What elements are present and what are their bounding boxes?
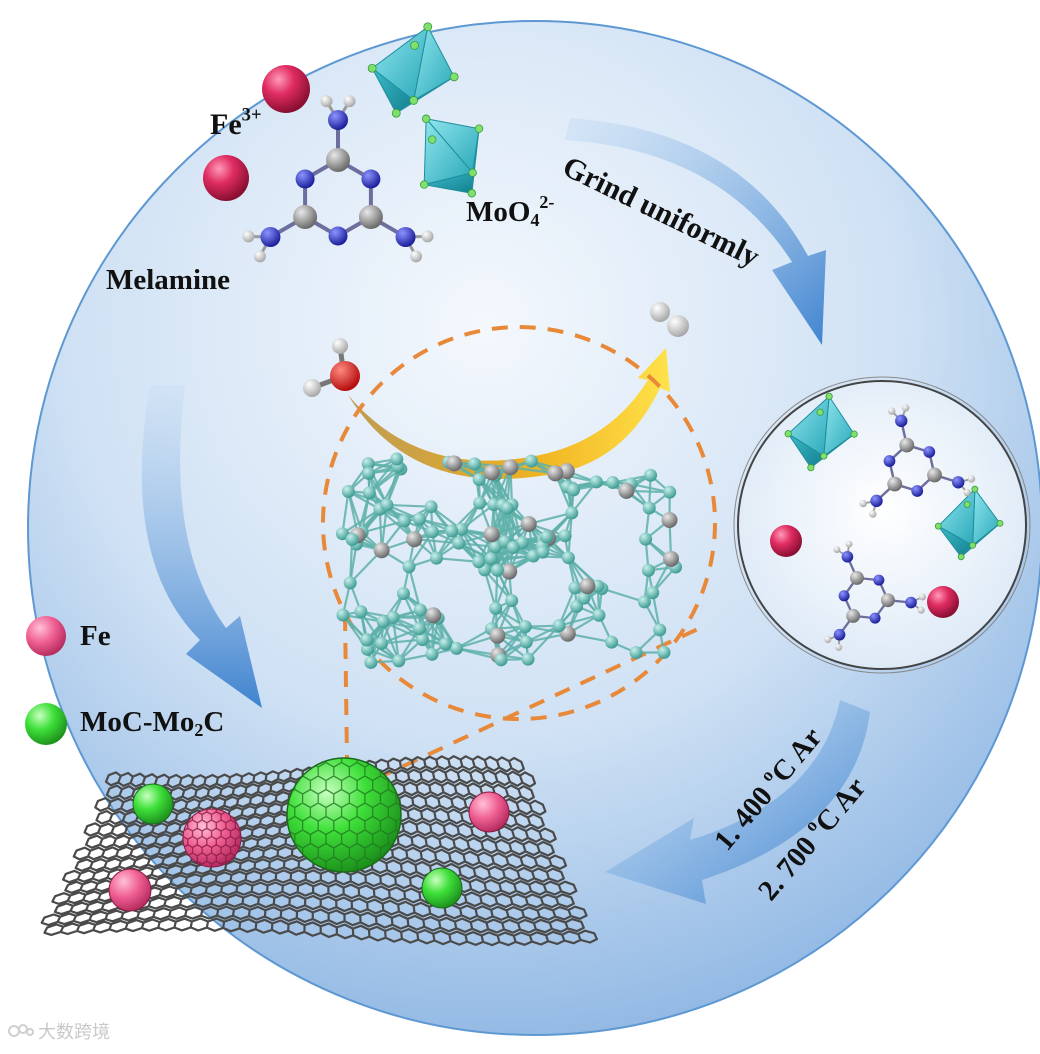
legend-fe-swatch bbox=[26, 616, 66, 656]
zoom-dashed-circle bbox=[321, 325, 717, 721]
hydrogen-molecule bbox=[650, 302, 689, 337]
molybdate-octahedron-1 bbox=[367, 22, 459, 118]
legend-moc-label: MoC-Mo2C bbox=[80, 706, 225, 741]
zoom-dashed-line-left bbox=[343, 614, 349, 761]
legend-moc-swatch bbox=[25, 703, 67, 745]
melamine-molecule bbox=[242, 95, 434, 263]
fe-particle-large bbox=[182, 808, 242, 868]
fe-particle-small-1 bbox=[468, 791, 510, 833]
crystal-structure bbox=[335, 452, 683, 669]
fe-ion-ball-2 bbox=[203, 155, 249, 201]
fe-particle-small-2 bbox=[108, 868, 152, 912]
mixture-inset-contents bbox=[770, 392, 1004, 651]
legend-fe-label: Fe bbox=[80, 620, 111, 652]
fe-ion-label: Fe3+ bbox=[210, 104, 262, 141]
fe-ion-ball-1 bbox=[262, 65, 310, 113]
watermark-logo-icon bbox=[8, 1024, 34, 1037]
moc-particle-large bbox=[286, 757, 402, 873]
moc-particle-small-1 bbox=[132, 783, 174, 825]
molybdate-octahedron-2 bbox=[419, 114, 484, 198]
water-splitting-arrow bbox=[348, 348, 670, 480]
heat-arrow bbox=[605, 700, 870, 904]
watermark: 大数跨境 bbox=[8, 1018, 110, 1044]
left-arrow bbox=[141, 385, 262, 708]
moc-particle-small-2 bbox=[421, 867, 463, 909]
grind-arrow bbox=[565, 118, 826, 345]
melamine-label: Melamine bbox=[106, 264, 231, 296]
molybdate-label: MoO42- bbox=[466, 192, 555, 231]
water-molecule bbox=[303, 338, 360, 397]
